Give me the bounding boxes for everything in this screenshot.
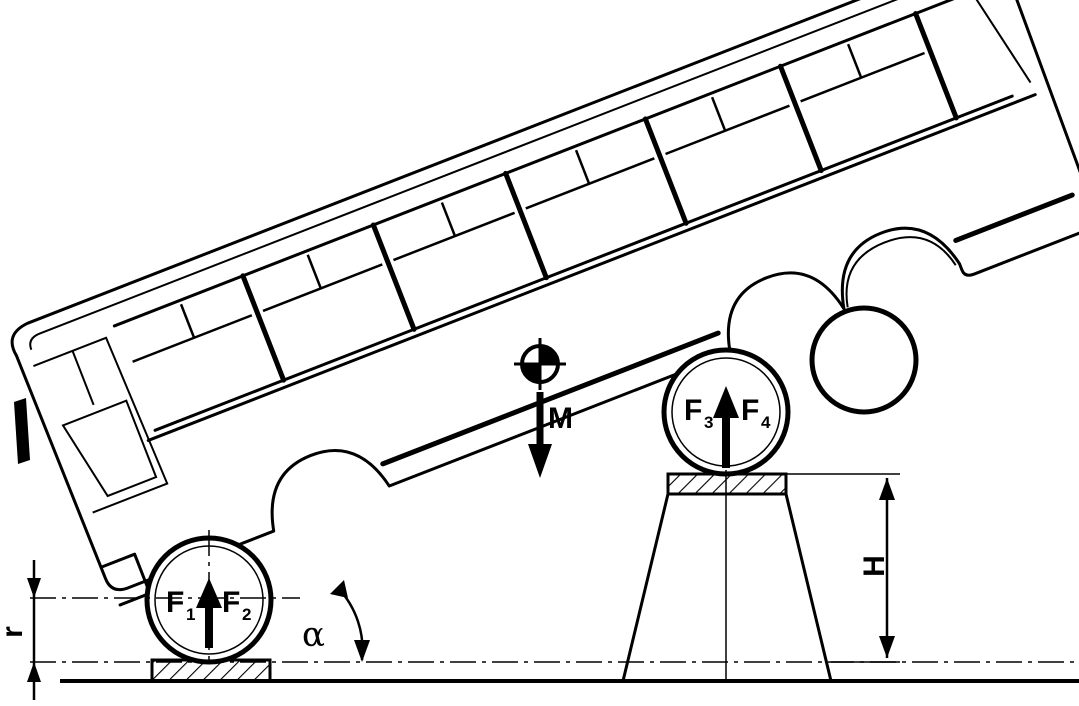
rear-stand bbox=[621, 472, 833, 683]
svg-text:2: 2 bbox=[242, 605, 251, 624]
mirror bbox=[14, 398, 30, 464]
force-arrow-rear bbox=[713, 386, 739, 468]
svg-text:4: 4 bbox=[761, 413, 771, 432]
label-angle: α bbox=[302, 615, 325, 655]
svg-text:1: 1 bbox=[186, 605, 195, 624]
svg-text:F: F bbox=[166, 586, 184, 619]
force-arrow-front bbox=[196, 578, 222, 648]
svg-text:F: F bbox=[684, 394, 702, 427]
bus-body bbox=[10, 0, 1079, 607]
svg-text:3: 3 bbox=[704, 413, 713, 432]
label-height: H bbox=[858, 555, 891, 577]
label-f4: F 4 bbox=[741, 394, 771, 432]
label-radius: r bbox=[0, 626, 29, 638]
rear-wheel-2 bbox=[809, 305, 919, 415]
label-f1: F 1 bbox=[166, 586, 195, 624]
svg-text:F: F bbox=[741, 394, 759, 427]
label-f2: F 2 bbox=[222, 586, 251, 624]
weight-arrow bbox=[528, 392, 552, 478]
height-dimension bbox=[879, 478, 895, 658]
svg-text:F: F bbox=[222, 586, 240, 619]
label-f3: F 3 bbox=[684, 394, 713, 432]
angle-arc bbox=[330, 580, 370, 662]
center-of-gravity-icon bbox=[514, 338, 566, 390]
label-mass: M bbox=[548, 402, 573, 435]
radius-dimension bbox=[27, 560, 41, 700]
